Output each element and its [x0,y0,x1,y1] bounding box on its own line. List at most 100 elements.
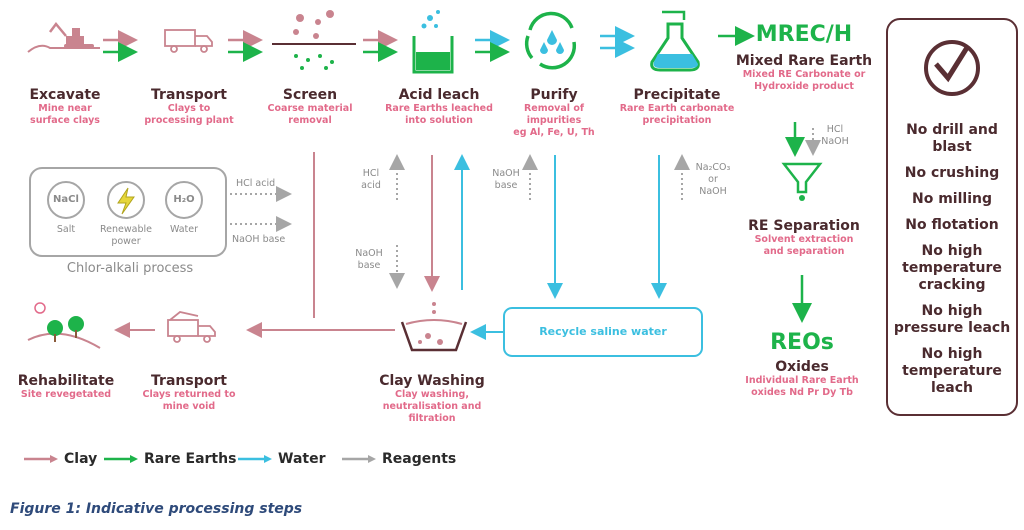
step-sub: impurities [526,115,582,126]
salt-icon [47,181,85,219]
step-title: Purify [530,87,578,103]
benefit-item: No flotation [905,217,999,233]
legend-label: Water [278,451,326,467]
step-sub: Clays returned to [142,389,236,400]
trees-icon [27,302,101,349]
step-transport-2: Transport Clays returned to mine void [134,373,244,413]
step-re-separation: RE Separation Solvent extraction and sep… [742,218,866,258]
step-sub: Mixed RE Carbonate or [742,69,866,80]
legend-label: Rare Earths [144,451,237,467]
recycle-drops-icon [524,11,577,70]
step-acid-leach: Acid leach Rare Earths leached into solu… [378,87,500,127]
step-title: Mixed Rare Earth [735,53,873,69]
checkmark-icon [924,40,980,96]
arrow-leach-purify [475,30,510,62]
legend-water: Water [238,451,325,467]
step-sub: Mine near [38,103,92,114]
step-mixed-rare-earth: MREC/H Mixed Rare Earth Mixed RE Carbona… [734,22,874,93]
figure-caption: Figure 1: Indicative processing steps [10,501,303,517]
chlor-alkali-label: Chlor-alkali process [66,261,194,276]
excavator-icon [27,21,100,53]
step-reos: REOs Oxides Individual Rare Earth oxides… [740,330,864,399]
step-sub: precipitation [642,115,712,126]
benefit-item: No high temperature leach [902,346,1002,396]
truck-icon [164,29,213,53]
salt-symbol: NaCl [53,194,79,205]
step-sub: Site revegetated [20,389,112,400]
step-title: Transport [151,87,227,103]
arrow-screen-leach [363,30,398,62]
step-sub: eg Al, Fe, U, Th [513,127,595,138]
step-clay-washing: Clay Washing Clay washing, neutralisatio… [372,373,492,425]
legend-label: Clay [64,451,98,467]
hcl-acid-label: HCl acid [236,178,276,189]
step-sub: and separation [763,246,845,257]
step-precipitate: Precipitate Rare Earth carbonate precipi… [612,87,742,127]
step-sub: Individual Rare Earth [745,375,859,386]
step-title: Precipitate [633,87,721,103]
step-excavate: Excavate Mine near surface clays [10,87,120,127]
benefit-item: No drill and blast [906,122,998,155]
water-symbol: H₂O [173,194,195,205]
step-purify: Purify Removal of impurities eg Al, Fe, … [498,87,610,139]
step-sub: Solvent extraction [754,234,854,245]
legend-clay: Clay [24,451,97,467]
arrow-excavate-transport [103,30,138,62]
step-rehabilitate: Rehabilitate Site revegetated [8,373,124,401]
benefit-item: No high temperature cracking [902,243,1002,293]
step-title: Acid leach [398,87,480,103]
step-sub: Clays to [167,103,211,114]
step-title: Screen [282,87,338,103]
water-icon [165,181,203,219]
beaker-icon [412,10,454,74]
step-sub: Removal of [523,103,584,114]
step-sub: mine void [162,401,216,412]
benefit-item: No high pressure leach [893,303,1011,336]
step-screen: Screen Coarse material removal [255,87,365,127]
mrec-heading: MREC/H [755,22,853,47]
arrow-purify-precipitate [600,26,635,58]
step-sub: Rare Earth carbonate [619,103,735,114]
step-sub: surface clays [30,115,100,126]
screen-icon [272,10,356,70]
benefit-item: No milling [912,191,992,207]
naoh-base-label: NaOH base [232,234,286,245]
arrow-transport-screen [228,30,263,62]
step-sub: into solution [405,115,473,126]
step-sub: Hydroxide product [754,81,854,92]
step-title: Clay Washing [379,373,485,389]
step-sub: Clay washing, [395,389,469,400]
renewable-power-label: Renewable power [100,224,152,247]
benefits-list: No drill and blast No crushing No millin… [890,122,1014,397]
water-label: Water [169,224,199,235]
recycle-label: Recycle saline water [539,325,667,338]
step-title: Rehabilitate [17,373,115,389]
step-title: RE Separation [748,218,860,234]
step-title: Excavate [29,87,101,103]
legend-label: Reagents [382,451,457,467]
step-sub: neutralisation and [382,401,482,412]
chlor-alkali-box [29,167,227,257]
step-sub: processing plant [144,115,234,126]
legend-reagents: Reagents [342,451,456,467]
step-sub: filtration [408,413,456,424]
reos-heading: REOs [770,330,834,355]
benefits-panel [886,18,1018,416]
step-sub: Rare Earths leached [385,103,493,114]
funnel-icon [781,162,823,201]
salt-label: Salt [56,224,76,235]
flask-icon [650,10,700,72]
recycle-box [503,307,703,357]
washing-basin-icon [400,302,468,352]
step-sub: Coarse material [267,103,353,114]
benefit-item: No crushing [904,165,1000,181]
step-title: Oxides [775,359,829,375]
truck-icon [167,311,216,343]
step-transport-1: Transport Clays to processing plant [134,87,244,127]
step-title: Transport [151,373,227,389]
